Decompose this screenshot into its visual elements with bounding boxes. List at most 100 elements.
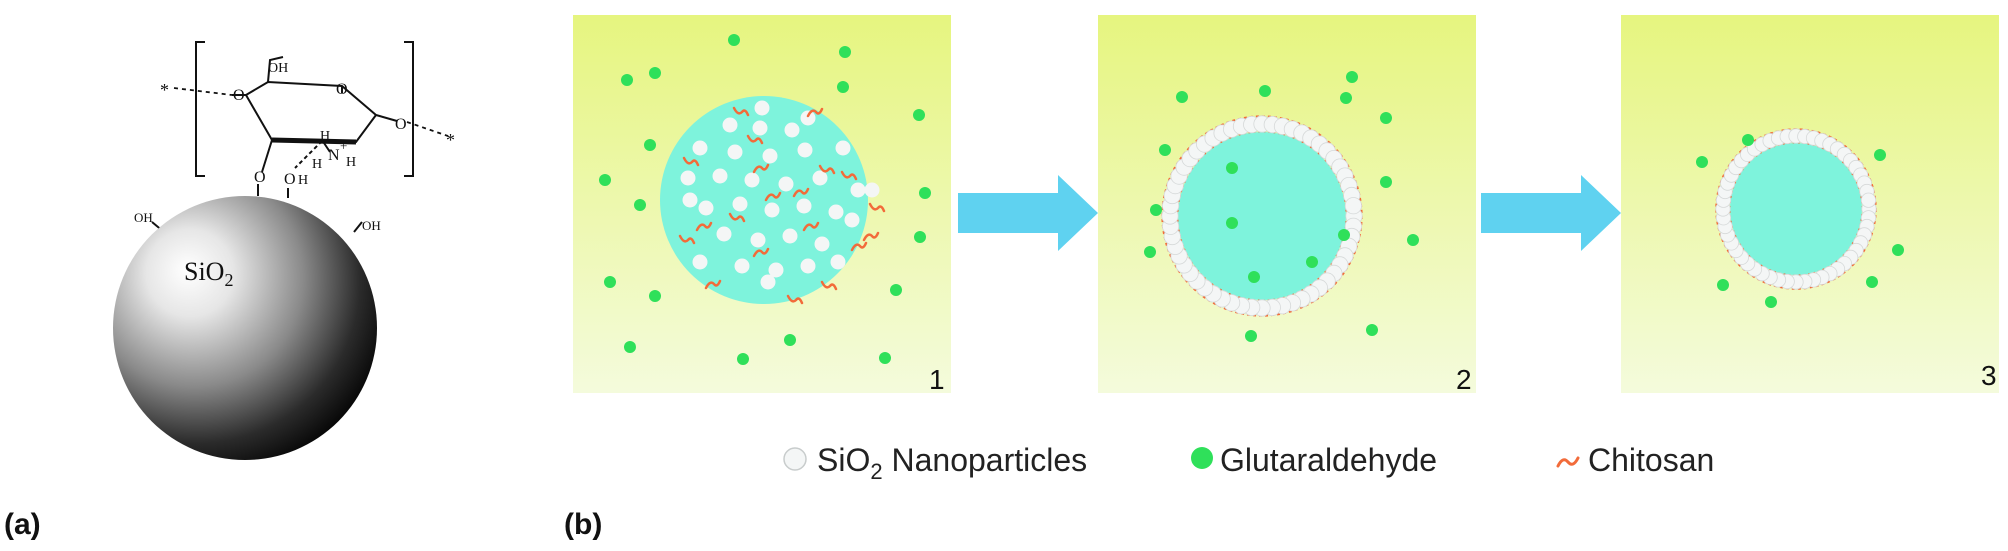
glutaraldehyde-dot xyxy=(1150,204,1162,216)
chitosan-chain xyxy=(840,170,858,181)
glutaraldehyde-dot xyxy=(1176,91,1188,103)
glutaraldehyde-dot xyxy=(1340,92,1352,104)
silica-nanoparticle xyxy=(835,140,851,156)
silica-nanoparticle xyxy=(844,212,860,228)
chitosan-chain xyxy=(732,106,750,117)
amine-charge: + xyxy=(340,138,347,153)
glucosamine-ring xyxy=(232,56,398,173)
panel-a-label: (a) xyxy=(4,508,41,541)
glutaraldehyde-dot xyxy=(1245,330,1257,342)
glutaraldehyde-dot xyxy=(1259,85,1271,97)
amine-h-left: H xyxy=(312,157,322,172)
silica-nanoparticle xyxy=(764,202,780,218)
silica-nanoparticle xyxy=(864,182,880,198)
glutaraldehyde-dot xyxy=(1144,246,1156,258)
silica-nanoparticle xyxy=(796,198,812,214)
amine-h-right: H xyxy=(346,155,356,170)
glutaraldehyde-dot xyxy=(1407,234,1419,246)
silica-nanoparticle xyxy=(814,236,830,252)
glutaraldehyde-dot xyxy=(1874,149,1886,161)
chitosan-chain xyxy=(752,163,770,174)
chitosan-chain xyxy=(695,221,713,232)
panel-b-label: (b) xyxy=(564,508,603,541)
glutaraldehyde-dot xyxy=(599,174,611,186)
glutaraldehyde-dot xyxy=(1380,176,1392,188)
step-1-emulsion-droplet xyxy=(660,96,868,304)
legend-glutaraldehyde-icon xyxy=(1191,447,1213,469)
chitosan-chain xyxy=(764,191,782,202)
amine-h-top: H xyxy=(320,129,330,144)
process-arrow-2 xyxy=(1481,175,1621,251)
legend-chitosan-icon xyxy=(1556,456,1580,468)
step-3-panel: 3 xyxy=(1621,15,1999,393)
silica-nanoparticle xyxy=(752,120,768,136)
link-oxygen-left: O xyxy=(233,87,245,104)
chitosan-chain xyxy=(850,241,868,252)
step-2-particle-shell xyxy=(1161,115,1363,317)
silica-nanoparticle xyxy=(850,182,866,198)
glutaraldehyde-dot xyxy=(624,341,636,353)
hbond-hydrogen: H xyxy=(298,173,308,188)
chitosan-chain xyxy=(818,164,836,175)
glutaraldehyde-dot xyxy=(1226,217,1238,229)
legend: SiO2 Nanoparticles Glutaraldehyde Chitos… xyxy=(783,442,1714,484)
step-2-droplet-core xyxy=(1178,132,1346,300)
glutaraldehyde-dot xyxy=(1696,156,1708,168)
legend-chitosan-text: Chitosan xyxy=(1588,442,1714,478)
chitosan-chain xyxy=(678,234,696,245)
silica-nanoparticle xyxy=(782,228,798,244)
hbond-oxygen: O xyxy=(284,171,296,188)
glutaraldehyde-dot xyxy=(621,74,633,86)
silica-nanoparticle xyxy=(778,176,794,192)
step-1-droplet-contents xyxy=(678,100,886,305)
glutaraldehyde-dot xyxy=(839,46,851,58)
step-1-number: 1 xyxy=(929,364,945,395)
glutaraldehyde-dot xyxy=(1159,144,1171,156)
link-oxygen-right: O xyxy=(395,116,407,133)
silica-nanoparticle xyxy=(760,274,776,290)
silica-nanoparticle xyxy=(768,262,784,278)
silica-nanoparticle xyxy=(680,170,696,186)
chitosan-chain xyxy=(792,187,810,198)
glutaraldehyde-dot xyxy=(1306,256,1318,268)
legend-nanoparticle-icon xyxy=(783,447,807,471)
silica-nanoparticle xyxy=(1344,197,1363,215)
repeat-unit-brackets xyxy=(195,41,414,177)
oh-group-label: OH xyxy=(268,61,288,76)
chitosan-chain xyxy=(682,156,700,167)
silica-nanoparticle xyxy=(800,110,816,126)
glutaraldehyde-dot xyxy=(728,34,740,46)
chain-star-left: * xyxy=(160,80,169,100)
silica-nanoparticle xyxy=(722,117,738,133)
silica-nanoparticle xyxy=(727,144,743,160)
chitosan-chain xyxy=(746,134,764,145)
step-2-number: 2 xyxy=(1456,364,1472,395)
silica-nanoparticle xyxy=(698,200,714,216)
glutaraldehyde-dot xyxy=(644,139,656,151)
step-3-glutaraldehyde-group xyxy=(1696,134,1904,308)
step-2-glutaraldehyde-group xyxy=(1144,71,1419,342)
glutaraldehyde-dot xyxy=(1717,279,1729,291)
silica-nanoparticle xyxy=(830,254,846,270)
glutaraldehyde-dot xyxy=(837,81,849,93)
legend-glutaraldehyde-text: Glutaraldehyde xyxy=(1220,442,1437,478)
chitosan-chain xyxy=(752,247,770,258)
silica-nanoparticle xyxy=(750,232,766,248)
glutaraldehyde-dot xyxy=(784,334,796,346)
glutaraldehyde-dot xyxy=(604,276,616,288)
glutaraldehyde-dot xyxy=(913,109,925,121)
silica-nanoparticle xyxy=(744,172,760,188)
glutaraldehyde-dot xyxy=(919,187,931,199)
legend-nanoparticles-text: SiO2 Nanoparticles xyxy=(817,442,1087,484)
silica-nanoparticle xyxy=(812,170,828,186)
panel-b: 1 2 3 SiO2 Nanoparticles Glutaralde xyxy=(573,15,1999,484)
silica-core-label: SiO2 xyxy=(184,257,233,290)
chitosan-chain xyxy=(868,202,886,213)
silica-nanoparticle xyxy=(734,258,750,274)
glutaraldehyde-dot xyxy=(634,199,646,211)
silica-nanoparticle xyxy=(1860,192,1877,208)
chitosan-chain xyxy=(820,280,838,291)
glutaraldehyde-dot xyxy=(890,284,902,296)
glutaraldehyde-dot xyxy=(1892,244,1904,256)
step-1-panel: 1 xyxy=(573,15,951,395)
